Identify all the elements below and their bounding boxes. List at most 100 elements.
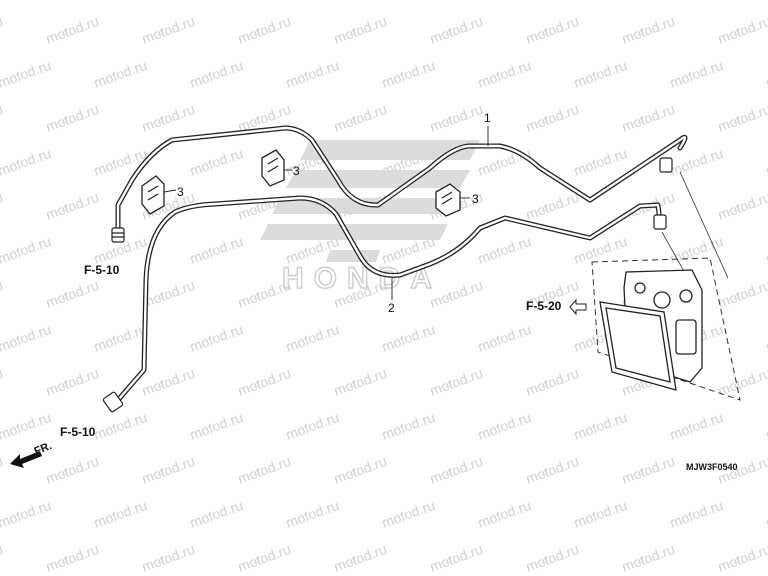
watermark-text: motod.ru [764,497,768,531]
watermark-text: motod.ru [476,0,533,3]
watermark-text: motod.ru [44,453,101,487]
part-number-3-left: 3 [177,185,184,199]
watermark-text: motod.ru [188,0,245,3]
watermark-text: motod.ru [0,13,5,47]
watermark-text: motod.ru [236,365,293,399]
reference-label-abs: F-5-20 [526,299,562,313]
watermark-text: motod.ru [0,497,53,531]
watermark-text: motod.ru [716,101,768,135]
watermark-text: motod.ru [284,321,341,355]
watermark-text: motod.ru [284,409,341,443]
watermark-text: motod.ru [716,277,768,311]
watermark-text: motod.ru [572,57,629,91]
watermark-text: motod.ru [140,13,197,47]
watermark-text: motod.ru [476,409,533,443]
watermark-text: motod.ru [764,233,768,267]
watermark-text: motod.ru [572,0,629,3]
watermark-text: motod.ru [140,541,197,575]
watermark-text: motod.ru [0,541,5,575]
front-direction-arrow-icon: FR. [10,440,54,468]
watermark-text: motod.ru [524,453,581,487]
watermark-text: motod.ru [380,57,437,91]
pipe-end-fitting-top-right [659,157,673,173]
watermark-text: motod.ru [332,541,389,575]
watermark-text: motod.ru [476,497,533,531]
watermark-text: motod.ru [92,57,149,91]
watermark-text: motod.ru [0,233,53,267]
watermark-text: motod.ru [380,0,437,3]
watermark-text: motod.ru [140,453,197,487]
part-number-3-right: 3 [472,192,479,206]
watermark-text: motod.ru [476,321,533,355]
watermark-text: motod.ru [284,57,341,91]
watermark-text: motod.ru [668,497,725,531]
watermark-text: motod.ru [524,13,581,47]
watermark-text: motod.ru [92,321,149,355]
watermark-text: motod.ru [284,0,341,3]
pipe-clamp-right [435,183,461,217]
watermark-text: motod.ru [0,189,5,223]
watermark-text: motod.ru [716,365,768,399]
watermark-text: motod.ru [188,409,245,443]
watermark-text: motod.ru [332,13,389,47]
reference-arrow-icon [569,298,587,316]
watermark-text: motod.ru [332,453,389,487]
watermark-text: motod.ru [572,145,629,179]
watermark-text: motod.ru [0,453,5,487]
watermark-text: motod.ru [620,541,677,575]
part-number-2: 2 [388,301,395,315]
watermark-text: motod.ru [284,497,341,531]
watermark-text: motod.ru [44,277,101,311]
watermark-text: motod.ru [716,541,768,575]
watermark-text: motod.ru [764,0,768,3]
watermark-text: motod.ru [332,101,389,135]
watermark-text: motod.ru [92,409,149,443]
watermark-text: motod.ru [428,101,485,135]
reference-label-top-left: F-5-10 [84,263,120,277]
watermark-text: motod.ru [92,497,149,531]
pipe-clamp-left [141,175,165,215]
part-number-1: 1 [484,111,491,125]
watermark-text: motod.ru [188,321,245,355]
watermark-text: motod.ru [668,0,725,3]
drawing-code: MJW3F0540 [686,462,738,472]
watermark-text: motod.ru [236,13,293,47]
watermark-text: motod.ru [620,453,677,487]
watermark-text: motod.ru [140,365,197,399]
watermark-text: motod.ru [236,541,293,575]
svg-text:HONDA: HONDA [282,262,442,295]
watermark-text: motod.ru [476,233,533,267]
watermark-text: motod.ru [380,409,437,443]
watermark-text: motod.ru [0,321,53,355]
watermark-text: motod.ru [524,189,581,223]
watermark-text: motod.ru [764,409,768,443]
watermark-text: motod.ru [332,365,389,399]
watermark-text: motod.ru [428,13,485,47]
watermark-text: motod.ru [44,13,101,47]
reference-label-bottom-left: F-5-10 [60,425,96,439]
watermark-text: motod.ru [572,409,629,443]
watermark-text: motod.ru [44,541,101,575]
leader-lines [163,126,489,300]
brake-pipe-2 [115,195,663,403]
watermark-text: motod.ru [0,365,5,399]
watermark-text: motod.ru [476,57,533,91]
watermark-text: motod.ru [0,57,53,91]
watermark-text: motod.ru [764,321,768,355]
watermark-text: motod.ru [380,497,437,531]
watermark-text: motod.ru [764,145,768,179]
watermark-text: motod.ru [0,0,53,3]
watermark-text: motod.ru [0,409,53,443]
watermark-text: motod.ru [716,13,768,47]
watermark-text: motod.ru [524,541,581,575]
part-number-3-middle: 3 [293,164,300,178]
watermark-text: motod.ru [668,145,725,179]
watermark-text: motod.ru [92,0,149,3]
watermark-text: motod.ru [44,365,101,399]
watermark-text: motod.ru [236,453,293,487]
pipe-end-fitting-bottom-left [102,391,124,413]
brake-pipe-1 [115,125,688,235]
watermark-text: motod.ru [428,541,485,575]
watermark-text: motod.ru [188,145,245,179]
front-direction-label: FR. [33,440,54,458]
